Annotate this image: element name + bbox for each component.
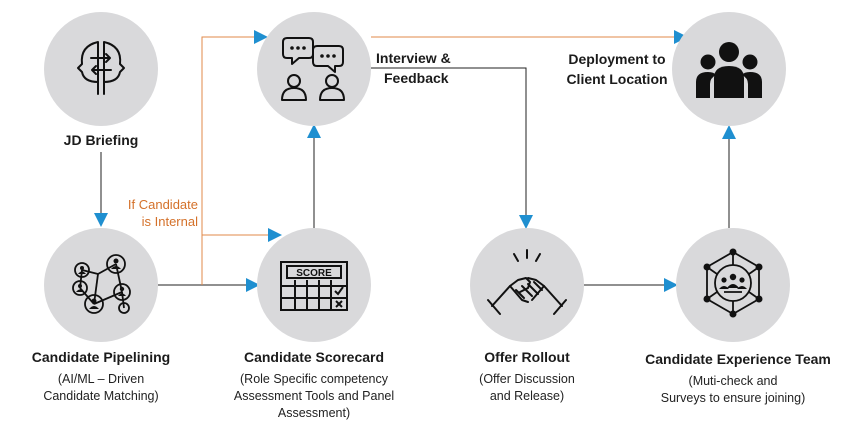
connector-interview-to-offer xyxy=(371,67,527,218)
team-group-icon xyxy=(696,42,762,98)
chat-people-icon xyxy=(281,37,345,101)
arrowhead-down-offer xyxy=(519,215,533,229)
score-badge-text: SCORE xyxy=(296,268,332,279)
scorecard-sub-line2: Assessment Tools and Panel xyxy=(233,389,395,403)
internal-note-line1: If Candidate xyxy=(127,197,198,212)
offer-sub-line1: (Offer Discussion xyxy=(479,372,575,386)
experience-title: Candidate Experience Team xyxy=(645,351,831,367)
handshake-icon xyxy=(487,249,567,315)
connector-internal-branch xyxy=(201,36,256,285)
offer-sub-line2: and Release) xyxy=(489,389,565,403)
interview-title-line1: Interview & xyxy=(376,50,451,66)
experience-sub-line1: (Muti-check and xyxy=(688,374,778,388)
arrowhead-up-interview xyxy=(307,124,321,138)
arrowhead-right-scorecard-internal xyxy=(268,228,282,242)
pipelining-sub-line1: (AI/ML – Driven xyxy=(57,372,145,386)
experience-sub-line2: Surveys to ensure joining) xyxy=(660,391,806,405)
head-to-head-exchange-icon xyxy=(77,41,125,95)
scorecard-sub-line1: (Role Specific competency xyxy=(240,372,388,386)
pipelining-sub-line2: Candidate Matching) xyxy=(43,389,159,403)
scorecard-title: Candidate Scorecard xyxy=(243,349,385,365)
hub-people-icon xyxy=(703,248,763,318)
jd-briefing-node xyxy=(44,12,158,126)
candidate-experience-node xyxy=(676,228,790,342)
deployment-title-line1: Deployment to xyxy=(568,51,666,67)
jd-briefing-title: JD Briefing xyxy=(63,132,139,148)
candidate-scorecard-node: SCORE xyxy=(257,228,371,342)
offer-title: Offer Rollout xyxy=(484,349,570,365)
scorecard-sub-line3: Assessment) xyxy=(277,406,351,420)
arrowhead-down-pipelining xyxy=(94,213,108,227)
candidate-pipelining-node xyxy=(44,228,158,342)
deployment-title-line2: Client Location xyxy=(566,71,668,87)
deployment-node xyxy=(672,12,786,126)
score-card-icon: SCORE xyxy=(280,261,348,311)
arrowhead-right-experience xyxy=(664,278,678,292)
network-people-icon xyxy=(72,254,131,314)
internal-note-line2: is Internal xyxy=(141,214,198,229)
arrowhead-right-scorecard xyxy=(246,278,260,292)
arrowhead-up-deployment xyxy=(722,125,736,139)
arrowhead-right-interview xyxy=(254,30,268,44)
offer-rollout-node xyxy=(470,228,584,342)
pipelining-title: Candidate Pipelining xyxy=(31,349,171,365)
interview-title-line2: Feedback xyxy=(384,70,449,86)
interview-feedback-node xyxy=(257,12,371,126)
